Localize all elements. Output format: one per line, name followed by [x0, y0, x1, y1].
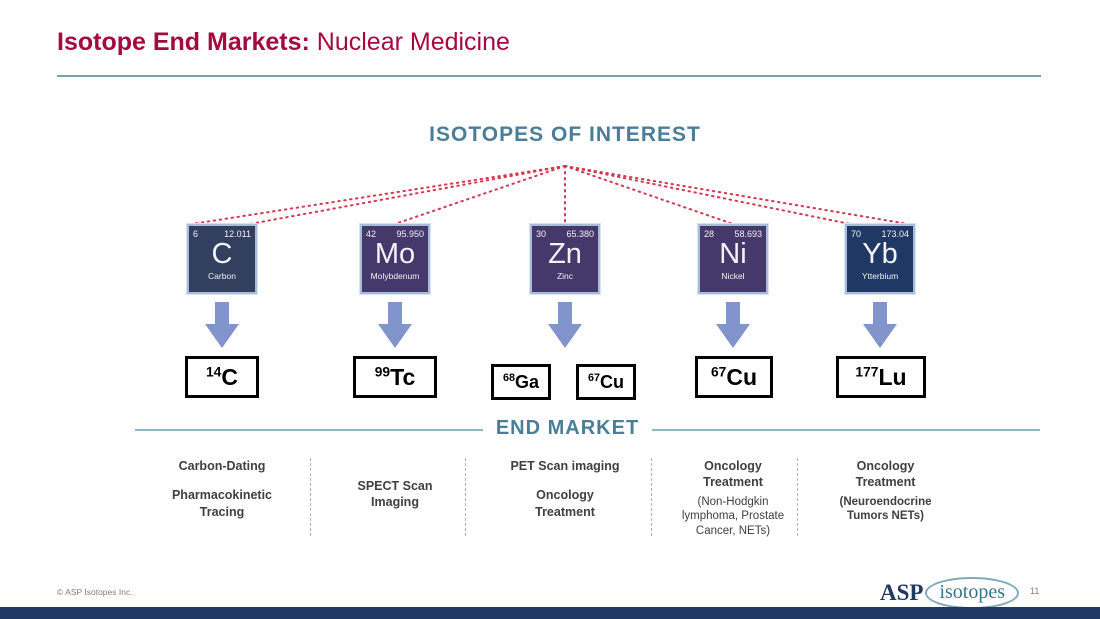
- isotope-symbol: Ga: [515, 371, 540, 392]
- element-tile-ytterbium: 70 173.04 Yb Ytterbium: [845, 224, 915, 294]
- tile-top-row: 6 12.011: [189, 226, 255, 239]
- isotope-symbol: Cu: [726, 363, 758, 390]
- element-name: Ytterbium: [861, 271, 899, 282]
- element-tile-nickel: 28 58.693 Ni Nickel: [698, 224, 768, 294]
- atomic-number: 70: [851, 229, 862, 239]
- isotope-symbol: Tc: [390, 363, 416, 390]
- atomic-mass: 65.380: [566, 229, 594, 239]
- isotope-label: 177Lu: [855, 364, 906, 391]
- isotope-mass-number: 67: [710, 363, 727, 379]
- isotope-box-cu67-b: 67Cu: [695, 356, 773, 398]
- element-tile-zinc: 30 65.380 Zn Zinc: [530, 224, 600, 294]
- down-arrow-icon: [716, 302, 750, 348]
- end-market-item: PET Scan imaging: [510, 459, 620, 473]
- element-name: Nickel: [721, 271, 745, 282]
- end-market-subitem: (Neuroendocrine Tumors NETs): [839, 495, 932, 523]
- element-tile-molybdenum: 42 95.950 Mo Molybdenum: [360, 224, 430, 294]
- isotope-symbol: Cu: [600, 371, 624, 392]
- element-name: Molybdenum: [370, 271, 420, 282]
- tile-top-row: 30 65.380: [532, 226, 598, 239]
- end-market-item: Oncology Treatment: [703, 459, 763, 490]
- atomic-mass: 95.950: [396, 229, 424, 239]
- footer-bar: [0, 607, 1100, 619]
- element-symbol: C: [211, 238, 233, 270]
- atomic-number: 42: [366, 229, 377, 239]
- isotope-symbol: C: [221, 363, 238, 390]
- asp-isotopes-logo: ASP isotopes: [880, 577, 1020, 609]
- end-market-item: SPECT Scan Imaging: [357, 479, 433, 510]
- end-market-col-carbon: Carbon-Dating Pharmacokinetic Tracing: [157, 458, 287, 533]
- isotope-label: 67Cu: [711, 364, 757, 391]
- isotope-label: 14C: [206, 364, 238, 391]
- atomic-mass: 12.011: [224, 229, 251, 239]
- logo-isotopes-text: isotopes: [925, 577, 1020, 609]
- isotope-box-tc99: 99Tc: [353, 356, 437, 398]
- isotope-box-c14: 14C: [185, 356, 259, 398]
- element-name: Zinc: [556, 271, 574, 282]
- down-arrow-icon: [378, 302, 412, 348]
- atomic-number: 30: [536, 229, 547, 239]
- page-title-regular: Nuclear Medicine: [309, 28, 510, 56]
- column-divider: [310, 458, 311, 536]
- isotope-mass-number: 68: [502, 371, 515, 384]
- down-arrow-icon: [205, 302, 239, 348]
- isotope-label: 99Tc: [375, 364, 416, 391]
- dotted-fan-lines-icon: [191, 165, 909, 225]
- end-market-subitem: (Non-Hodgkin lymphoma, Prostate Cancer, …: [681, 495, 785, 538]
- atomic-number: 6: [193, 229, 199, 239]
- isotope-mass-number: 14: [206, 363, 222, 379]
- isotope-label: 67Cu: [588, 372, 624, 393]
- end-market-item: Oncology Treatment: [535, 488, 595, 519]
- atomic-mass: 58.693: [734, 229, 762, 239]
- isotope-label: 68Ga: [503, 372, 539, 393]
- element-tile-carbon: 6 12.011 C Carbon: [187, 224, 257, 294]
- copyright-text: © ASP Isotopes Inc.: [57, 587, 133, 597]
- element-symbol: Ni: [719, 238, 747, 270]
- end-market-col-nickel: Oncology Treatment (Non-Hodgkin lymphoma…: [668, 458, 798, 539]
- section-heading: ISOTOPES OF INTEREST: [429, 123, 701, 146]
- atomic-mass: 173.04: [881, 229, 909, 239]
- end-market-col-zinc: PET Scan imaging Oncology Treatment: [500, 458, 630, 533]
- isotope-box-lu177: 177Lu: [836, 356, 926, 398]
- logo-asp-text: ASP: [880, 580, 924, 605]
- end-market-col-ytterbium: Oncology Treatment (Neuroendocrine Tumor…: [813, 458, 958, 524]
- end-market-line-left: [135, 429, 483, 431]
- column-divider: [797, 458, 798, 536]
- end-market-item: Pharmacokinetic Tracing: [171, 488, 273, 519]
- page-number: 11: [1030, 586, 1040, 596]
- tile-top-row: 42 95.950: [362, 226, 428, 239]
- isotope-mass-number: 67: [587, 371, 600, 384]
- end-market-item: Oncology Treatment: [855, 459, 916, 490]
- element-symbol: Mo: [374, 238, 416, 270]
- column-divider: [651, 458, 652, 536]
- isotope-box-cu67-a: 67Cu: [576, 364, 636, 400]
- down-arrow-icon: [863, 302, 897, 348]
- tile-top-row: 28 58.693: [700, 226, 766, 239]
- isotope-mass-number: 177: [855, 363, 879, 379]
- isotope-box-ga68: 68Ga: [491, 364, 551, 400]
- isotope-symbol: Lu: [878, 363, 907, 390]
- end-market-line-right: [652, 429, 1040, 431]
- title-underline: [57, 75, 1041, 77]
- element-name: Carbon: [208, 271, 236, 282]
- end-market-col-molybdenum: SPECT Scan Imaging: [345, 458, 445, 524]
- tile-top-row: 70 173.04: [847, 226, 913, 239]
- end-market-item: Carbon-Dating: [178, 459, 266, 473]
- page-title-bold: Isotope End Markets:: [57, 28, 310, 56]
- column-divider: [465, 458, 466, 536]
- page-title: Isotope End Markets: Nuclear Medicine: [57, 28, 510, 57]
- atomic-number: 28: [704, 229, 715, 239]
- down-arrow-icon: [548, 302, 582, 348]
- isotope-mass-number: 99: [374, 363, 391, 379]
- end-market-heading: END MARKET: [495, 417, 640, 439]
- element-symbol: Zn: [548, 238, 582, 270]
- element-symbol: Yb: [862, 238, 898, 270]
